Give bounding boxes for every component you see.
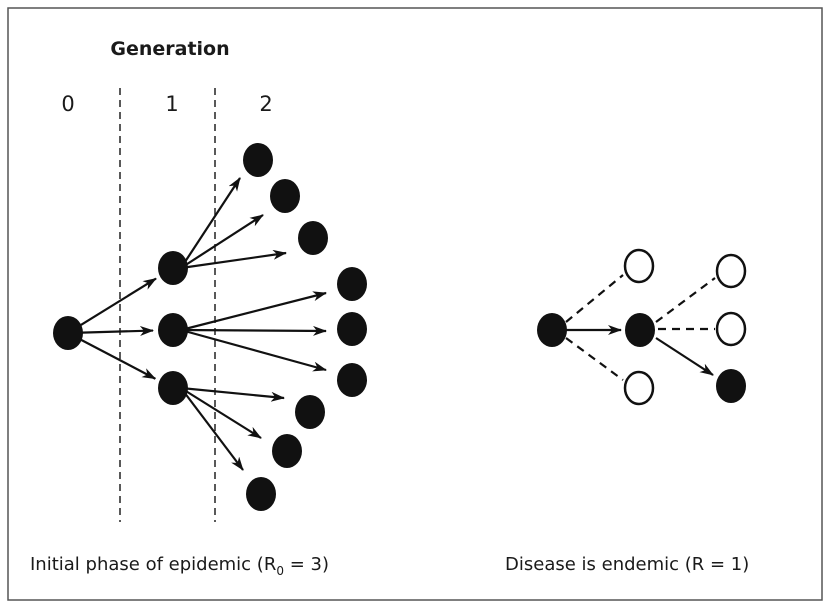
- generation-2-case-node: [270, 179, 300, 213]
- infected-case-node: [537, 313, 567, 347]
- infected-case-node: [625, 313, 655, 347]
- generation-2-case-node: [337, 363, 367, 397]
- transmission-arrow: [76, 336, 157, 380]
- transmission-arrow: [180, 387, 244, 471]
- transmission-arrow: [655, 337, 714, 376]
- infected-case-node: [716, 369, 746, 403]
- generation-2-case-node: [295, 395, 325, 429]
- transmission-arrow: [180, 291, 327, 332]
- generation-label-0: 0: [61, 92, 74, 116]
- generation-2-case-node: [337, 267, 367, 301]
- transmission-arrow: [180, 386, 285, 402]
- caption-initial-phase: Initial phase of epidemic (R0 = 3): [30, 554, 329, 578]
- transmission-arrow: [180, 177, 241, 269]
- generation-label-2: 2: [259, 92, 272, 116]
- transmission-arrow: [180, 249, 287, 270]
- generation-2-case-node: [337, 312, 367, 346]
- transmission-arrow: [180, 214, 264, 269]
- generation-label-1: 1: [165, 92, 178, 116]
- index-case-node: [53, 316, 83, 350]
- generation-2-case-node: [246, 477, 276, 511]
- potential-contact-line: [565, 337, 624, 381]
- frame-border: [7, 7, 823, 601]
- caption-endemic: Disease is endemic (R = 1): [505, 554, 749, 575]
- potential-contact-line: [565, 274, 624, 323]
- uninfected-contact-node: [715, 253, 747, 289]
- generation-heading: Generation: [110, 38, 229, 60]
- uninfected-contact-node: [715, 311, 747, 347]
- generation-2-case-node: [272, 434, 302, 468]
- transmission-arrow: [180, 325, 327, 336]
- generation-1-case-node: [158, 251, 188, 285]
- generation-2-case-node: [243, 143, 273, 177]
- generation-2-case-node: [298, 221, 328, 255]
- transmission-arrow: [77, 325, 155, 336]
- transmission-arrow: [180, 387, 262, 439]
- generation-1-case-node: [158, 313, 188, 347]
- transmission-arrow: [180, 328, 327, 372]
- uninfected-contact-node: [623, 248, 655, 284]
- generation-1-case-node: [158, 371, 188, 405]
- uninfected-contact-node: [623, 370, 655, 406]
- transmission-arrow: [75, 277, 157, 329]
- potential-contact-line: [655, 277, 716, 323]
